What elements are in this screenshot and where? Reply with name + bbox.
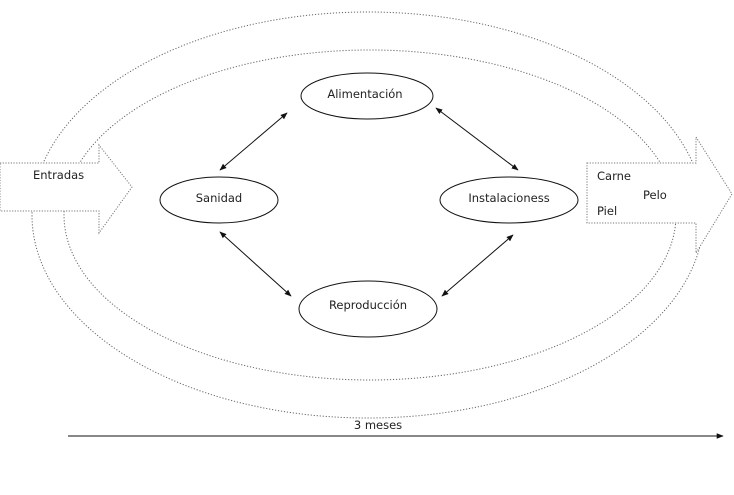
input-arrow-label: Entradas <box>33 168 84 182</box>
node-alimentacion-label: Alimentación <box>327 87 402 101</box>
arrow-alimentacion-instalaciones <box>435 107 519 171</box>
node-alimentacion: Alimentación <box>300 72 434 120</box>
node-sanidad-label: Sanidad <box>196 191 242 205</box>
node-instalaciones-label: Instalacioness <box>468 191 549 205</box>
node-instalaciones: Instalacioness <box>439 176 579 224</box>
timeline-label: 3 meses <box>354 418 402 432</box>
arrow-sanidad-alimentacion <box>219 112 288 171</box>
arrow-sanidad-reproduccion <box>219 231 292 297</box>
node-reproduccion-label: Reproducción <box>329 298 407 312</box>
output-arrow <box>586 135 733 255</box>
node-reproduccion: Reproducción <box>298 280 438 338</box>
output-item-carne: Carne <box>597 169 631 183</box>
arrow-reproduccion-instalaciones <box>441 234 514 297</box>
input-arrow <box>0 143 133 235</box>
output-item-piel: Piel <box>597 204 617 218</box>
node-sanidad: Sanidad <box>159 176 279 224</box>
output-item-pelo: Pelo <box>643 188 667 202</box>
